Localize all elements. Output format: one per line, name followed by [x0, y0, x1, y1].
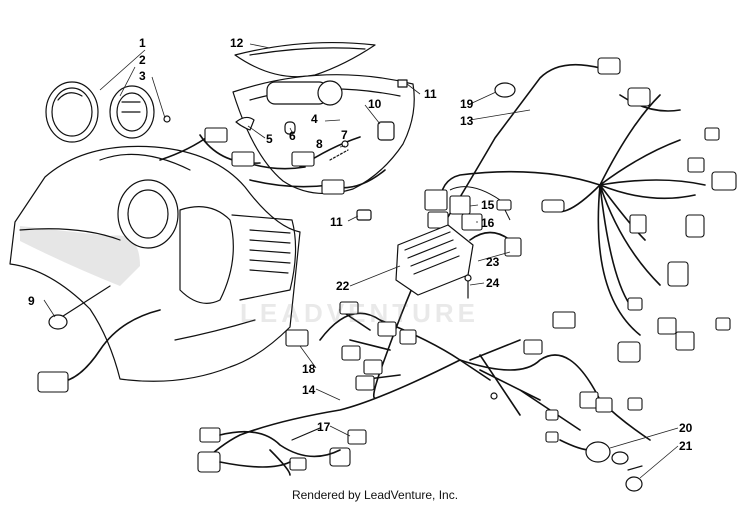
left-harness [37, 309, 161, 393]
credit-text: Rendered by LeadVenture, Inc. [291, 488, 459, 502]
lower-harness [197, 301, 651, 476]
callout-17: 17 [317, 420, 331, 434]
callout-3: 3 [139, 69, 146, 83]
callout-1: 1 [139, 36, 146, 50]
relay-module-group [395, 186, 522, 299]
callout-7: 7 [341, 128, 348, 142]
hood-panel [232, 41, 415, 195]
clip-ring [494, 82, 516, 98]
callout-19: 19 [460, 97, 474, 111]
callout-24: 24 [486, 276, 500, 290]
callout-15: 15 [481, 198, 495, 212]
headlight-assembly [45, 81, 171, 143]
callout-2: 2 [139, 53, 146, 67]
callout-14: 14 [302, 383, 316, 397]
watermark-text: LEADVENTURE [240, 298, 480, 328]
callout-4: 4 [311, 112, 318, 126]
sensor-group [559, 439, 643, 492]
callout-11-top: 11 [424, 87, 437, 101]
hood-wiring [159, 116, 386, 221]
callout-labels: 1 2 3 4 5 6 7 8 9 10 11 11 12 13 14 15 1… [28, 36, 693, 453]
leader-lines [43, 43, 679, 479]
callout-20: 20 [679, 421, 693, 435]
callout-8: 8 [316, 137, 323, 151]
callout-16: 16 [481, 216, 495, 230]
callout-22: 22 [336, 279, 350, 293]
screw [48, 285, 111, 330]
callout-13: 13 [460, 114, 474, 128]
callout-21: 21 [679, 439, 693, 453]
callout-10: 10 [368, 97, 382, 111]
front-hood-body [9, 145, 301, 382]
main-harness [372, 57, 737, 399]
callout-18: 18 [302, 362, 316, 376]
callout-9: 9 [28, 294, 35, 308]
callout-23: 23 [486, 255, 500, 269]
callout-11-bottom: 11 [330, 215, 343, 229]
callout-5: 5 [266, 132, 273, 146]
callout-6: 6 [289, 129, 296, 143]
callout-12: 12 [230, 36, 244, 50]
